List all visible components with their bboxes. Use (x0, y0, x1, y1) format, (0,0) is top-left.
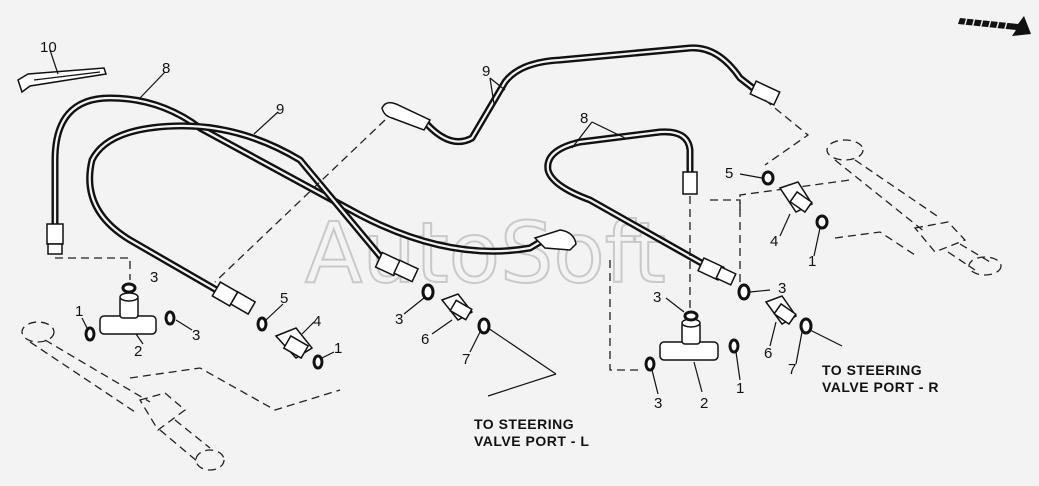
callout-3-a: 3 (150, 269, 158, 286)
callout-5-b: 5 (725, 165, 733, 182)
callout-1-b: 1 (334, 340, 342, 357)
callout-leaders (49, 49, 843, 397)
callout-3-b: 3 (192, 327, 200, 344)
note-valve-port-r: TO STEERING VALVE PORT - R (822, 362, 939, 395)
callout-3-d: 3 (778, 280, 786, 297)
callout-6-b: 6 (764, 345, 772, 362)
callout-10: 10 (40, 39, 57, 56)
adapter-6-right (764, 295, 798, 326)
callout-8-right: 8 (580, 110, 588, 127)
callout-2-b: 2 (700, 395, 708, 412)
adapter-4-right (778, 181, 814, 214)
callout-7-a: 7 (462, 351, 470, 368)
callout-1-c: 1 (808, 253, 816, 270)
callout-6-a: 6 (421, 331, 429, 348)
hose-9-left (86, 122, 389, 296)
adapter-6-left (440, 293, 474, 321)
o-rings (84, 170, 829, 372)
callout-numbers: 10 8 9 9 8 3 1 2 3 5 4 1 3 6 7 5 4 1 3 3… (40, 39, 816, 412)
callout-9-left: 9 (276, 101, 284, 118)
cable-tie-10 (17, 67, 107, 94)
leader-lines (214, 99, 810, 371)
callout-2-a: 2 (134, 343, 142, 360)
note-port-r-line1: TO STEERING (822, 362, 922, 378)
callout-4-a: 4 (313, 313, 321, 330)
callout-3-e: 3 (653, 289, 661, 306)
note-valve-port-l: TO STEERING VALVE PORT - L (474, 416, 589, 449)
right-cylinder-assembly (739, 139, 1002, 276)
tee-fitting-2-left (99, 292, 157, 335)
tee-fitting-2-right (659, 318, 719, 361)
callout-1-a: 1 (75, 303, 83, 320)
callout-3-f: 3 (654, 395, 662, 412)
note-port-l-line2: VALVE PORT - L (474, 433, 589, 449)
adapter-4-left (274, 327, 314, 360)
callout-4-b: 4 (770, 233, 778, 250)
callout-5-a: 5 (280, 290, 288, 307)
left-cylinder-assembly (21, 257, 341, 471)
callout-7-b: 7 (788, 361, 796, 378)
direction-arrow-icon (958, 13, 1031, 36)
callout-3-c: 3 (395, 311, 403, 328)
hose-fittings (46, 80, 781, 316)
callout-8-left: 8 (162, 60, 170, 77)
callout-9-top: 9 (482, 63, 490, 80)
hose-9-top (421, 44, 762, 145)
callout-1-d: 1 (736, 380, 744, 397)
note-port-l-line1: TO STEERING (474, 416, 574, 432)
note-port-r-line2: VALVE PORT - R (822, 379, 939, 395)
hose-8-right (544, 128, 709, 269)
hose-8-left (51, 94, 544, 255)
